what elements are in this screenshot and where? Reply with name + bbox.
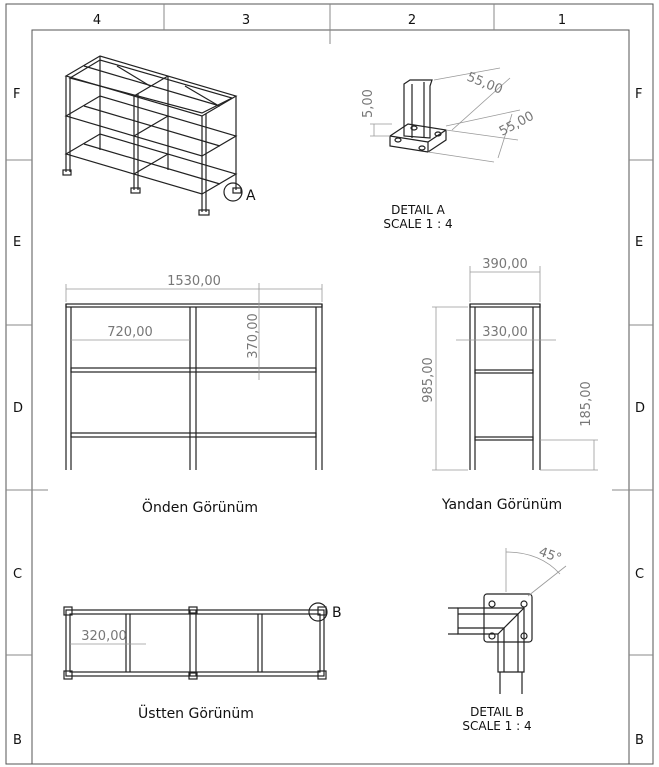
detail-a-dim-width-1: 55,00 <box>465 70 505 98</box>
zone-col-3: 3 <box>242 13 250 28</box>
detail-b-angle: 45° <box>537 545 564 567</box>
iso-marker-a: A <box>246 188 256 204</box>
zone-row-d-left: D <box>13 401 23 416</box>
zone-row-b-left: B <box>13 733 22 748</box>
front-view-dimensions <box>65 283 323 380</box>
top-view <box>63 606 327 680</box>
detail-a-title: DETAIL A <box>391 203 445 217</box>
top-view-label: Üstten Görünüm <box>138 704 254 722</box>
isometric-view <box>62 55 242 216</box>
zone-col-1: 1 <box>558 13 566 28</box>
zone-row-f-right: F <box>635 87 642 102</box>
side-view <box>469 303 541 470</box>
zone-dividers <box>6 4 653 656</box>
top-dim-depth: 320,00 <box>81 629 127 644</box>
zone-row-c-left: C <box>13 567 22 582</box>
zone-row-f-left: F <box>13 87 20 102</box>
zone-row-c-right: C <box>635 567 644 582</box>
detail-a-dimensions <box>370 67 521 163</box>
top-marker-b: B <box>332 605 342 621</box>
zone-col-4: 4 <box>93 13 101 28</box>
front-view-label: Önden Görünüm <box>142 498 258 516</box>
front-dim-bay: 720,00 <box>107 325 153 340</box>
detail-b-view <box>448 593 533 694</box>
zone-row-d-right: D <box>635 401 645 416</box>
detail-a-dim-height: 5,00 <box>361 89 376 118</box>
side-view-label: Yandan Görünüm <box>441 497 562 513</box>
zone-row-e-right: E <box>635 235 643 250</box>
outer-border <box>5 3 654 765</box>
front-dim-shelf: 370,00 <box>246 313 261 359</box>
side-dim-inner: 330,00 <box>482 325 528 340</box>
detail-a-callout-circle <box>223 182 243 202</box>
front-view <box>65 303 323 470</box>
front-dim-total: 1530,00 <box>167 274 221 289</box>
zone-row-b-right: B <box>635 733 644 748</box>
zone-row-e-left: E <box>13 235 21 250</box>
detail-b-scale: SCALE 1 : 4 <box>462 719 531 733</box>
detail-b-angle-dimension <box>505 548 567 597</box>
side-dim-depth: 390,00 <box>482 257 528 272</box>
side-view-dimensions <box>432 266 598 471</box>
side-dim-bottom: 185,00 <box>579 381 594 427</box>
detail-a-scale: SCALE 1 : 4 <box>383 217 452 231</box>
detail-b-title: DETAIL B <box>470 705 524 719</box>
detail-a-view <box>389 79 447 153</box>
zone-col-2: 2 <box>408 13 416 28</box>
side-dim-height: 985,00 <box>421 357 436 403</box>
detail-b-callout-circle <box>308 602 328 622</box>
